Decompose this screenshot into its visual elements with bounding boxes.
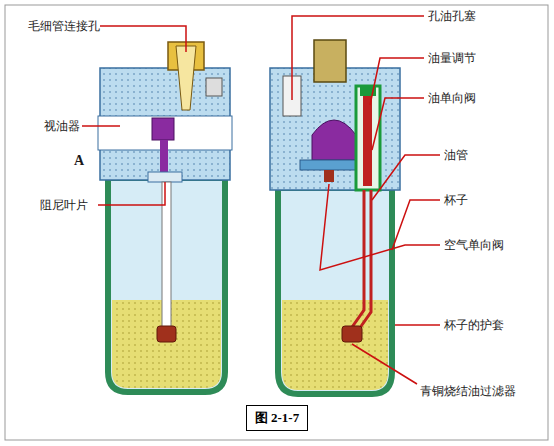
part-label: 油单向阀 <box>428 91 476 105</box>
part-label: 视油器 <box>44 119 80 133</box>
part-label: 杯子的护套 <box>444 318 504 332</box>
part-label: 杯子 <box>444 193 468 207</box>
part-label: 毛细管连接孔 <box>28 19 100 33</box>
part-label: 青铜烧结油过滤器 <box>420 384 516 398</box>
part-label: 油量调节 <box>428 51 476 65</box>
part-label: 空气单向阀 <box>444 238 504 252</box>
part-label: 油管 <box>444 148 468 162</box>
left-lubricator <box>98 42 232 392</box>
part-label: 孔油孔塞 <box>428 9 476 23</box>
right-lubricator <box>270 40 400 394</box>
part-label: 阻尼叶片 <box>40 198 88 212</box>
figure-caption: 图 2-1-7 <box>246 405 308 431</box>
leader-lines <box>82 16 440 384</box>
part-label: A <box>74 154 84 168</box>
